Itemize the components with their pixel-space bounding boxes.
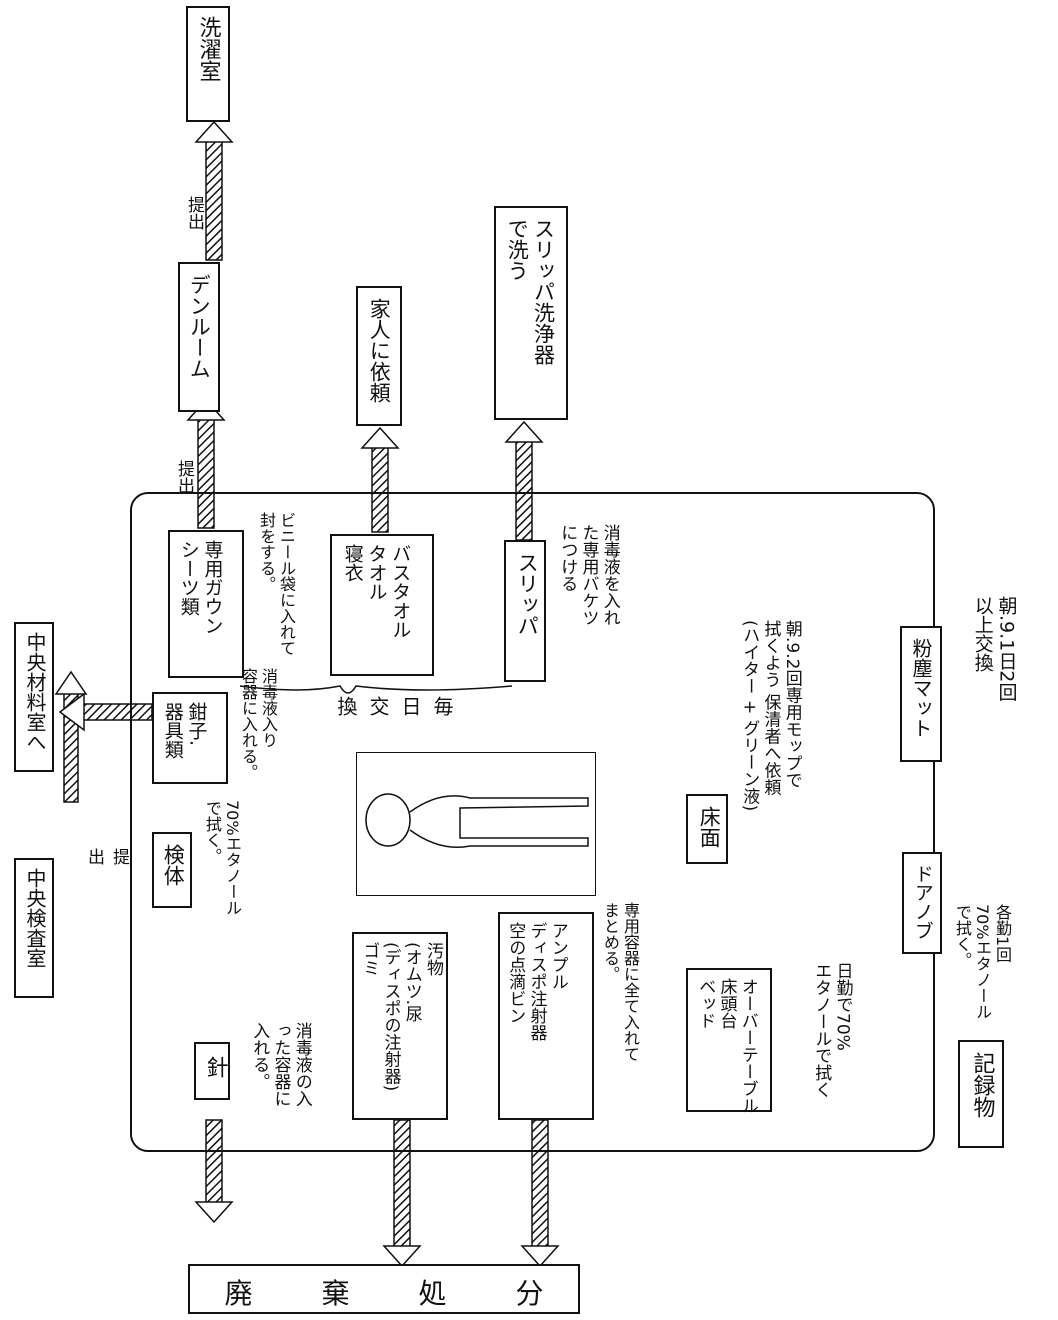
forceps-note: 消毒液入り 容器に入れる。 [238, 668, 278, 780]
waste-box: 汚物 (オムツ.尿 (ディスポの注射器) ゴミ [352, 932, 448, 1120]
needle-note: 消毒液の入 った容器に 入れる。 [248, 1022, 312, 1107]
records-box: 記録物 [958, 1040, 1004, 1148]
needle-label: 針 [201, 1056, 229, 1078]
slipper-washer-label: スリッパ洗浄器 で洗う [504, 218, 557, 365]
floor-box: 床面 [686, 794, 728, 864]
waste-label: 汚物 (オムツ.尿 (ディスポの注射器) ゴミ [358, 942, 443, 1091]
forceps-box: 鉗子. 器具類 [152, 692, 228, 784]
slipper-washer-box: スリッパ洗浄器 で洗う [494, 206, 568, 420]
gown-note: ビニール袋に入れて 封をする。 [256, 512, 296, 656]
central-lab-box: 中央検査室 [14, 858, 54, 998]
overtable-note: 日勤で70% エタノールで拭く [810, 962, 853, 1098]
ampoule-note: 専用容器に全て入れて まとめる。 [600, 902, 640, 1062]
doorknob-label: ドアノブ [910, 864, 934, 940]
disposal-char-1: 廃 [224, 1272, 252, 1312]
records-label: 記録物 [968, 1052, 996, 1118]
laundry-label: 洗濯室 [194, 16, 222, 82]
disposal-char-3: 処 [418, 1272, 446, 1312]
linen-room-box: デンルーム [178, 262, 220, 412]
patient-bed-frame [356, 752, 596, 896]
mat-label: 粉塵マット [908, 638, 933, 738]
ampoule-box: アンプル ディスポ注射器 空の点滴ビン [498, 912, 594, 1120]
laundry-box: 洗濯室 [186, 6, 230, 122]
daily-exchange-label: 毎 日 交 換 [330, 696, 458, 716]
central-supply-label: 中央材料室へ [22, 632, 47, 752]
floor-label: 床面 [696, 806, 722, 848]
gown-label: 専用ガウン シーツ類 [176, 540, 224, 635]
mat-note: 朝.9.1日2回 以上交換 [970, 596, 1018, 701]
family-label: 家人に依頼 [366, 298, 392, 403]
overtable-label: オーバーテーブル 床頭台 ベッド [694, 978, 758, 1114]
central-lab-label: 中央検査室 [22, 868, 47, 968]
ampoule-label: アンプル ディスポ注射器 空の点滴ビン [504, 922, 568, 1041]
arrow-to-laundry [196, 122, 232, 260]
disposal-char-2: 棄 [321, 1272, 349, 1312]
towel-box: バスタオル タオル 寝衣 [330, 534, 434, 676]
submit-lab-label: 提 出 [82, 848, 132, 865]
submit-laundry-label: 提出 [182, 196, 207, 230]
floor-note: 朝.9.2回専用モップで 拭くよう 保清者へ依頼 (ハイター + グリーン液) [738, 620, 802, 811]
slipper-label: スリッパ [514, 552, 540, 636]
submit-linen-label: 提出 [172, 460, 197, 494]
disposal-label-row: 廃 棄 処 分 [190, 1272, 578, 1312]
forceps-label: 鉗子. 器具類 [160, 702, 208, 759]
slipper-box: スリッパ [504, 540, 546, 682]
mat-box: 粉塵マット [900, 626, 942, 762]
disposal-char-4: 分 [515, 1272, 543, 1312]
disposal-box: 廃 棄 処 分 [188, 1264, 580, 1314]
specimen-box: 検体 [152, 832, 192, 908]
arrow-to-central-lab [56, 672, 86, 802]
doorknob-note: 各勤1回 70%エタノール で拭く。 [952, 904, 1012, 1020]
overtable-box: オーバーテーブル 床頭台 ベッド [686, 968, 772, 1112]
slipper-note: 消毒液を入れ た専用バケツ につける [556, 524, 620, 626]
towel-label: バスタオル タオル 寝衣 [340, 544, 411, 639]
linen-room-label: デンルーム [186, 274, 212, 379]
central-supply-box: 中央材料室へ [14, 622, 54, 772]
gown-box: 専用ガウン シーツ類 [168, 530, 244, 678]
specimen-label: 検体 [160, 844, 186, 886]
specimen-note: 70%エタノール で拭く。 [202, 800, 242, 916]
needle-box: 針 [194, 1042, 230, 1100]
family-box: 家人に依頼 [356, 286, 402, 426]
doorknob-box: ドアノブ [902, 852, 942, 954]
